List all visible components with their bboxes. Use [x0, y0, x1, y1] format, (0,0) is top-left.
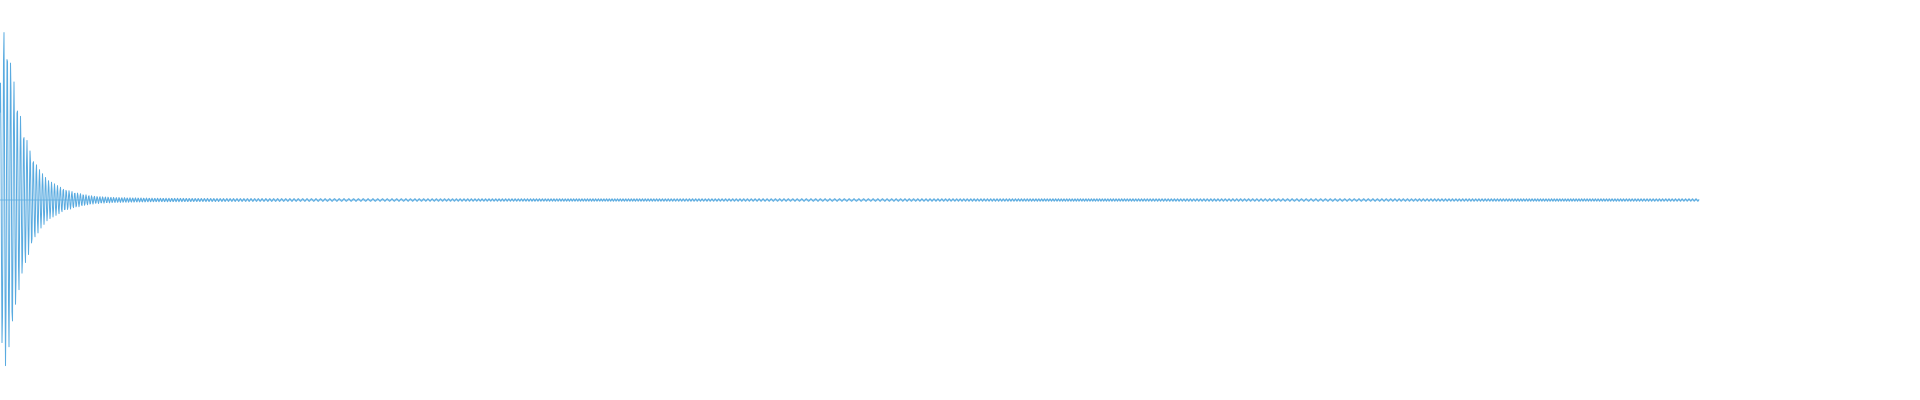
waveform-series-line	[0, 32, 1700, 367]
waveform-layer	[0, 32, 1700, 367]
